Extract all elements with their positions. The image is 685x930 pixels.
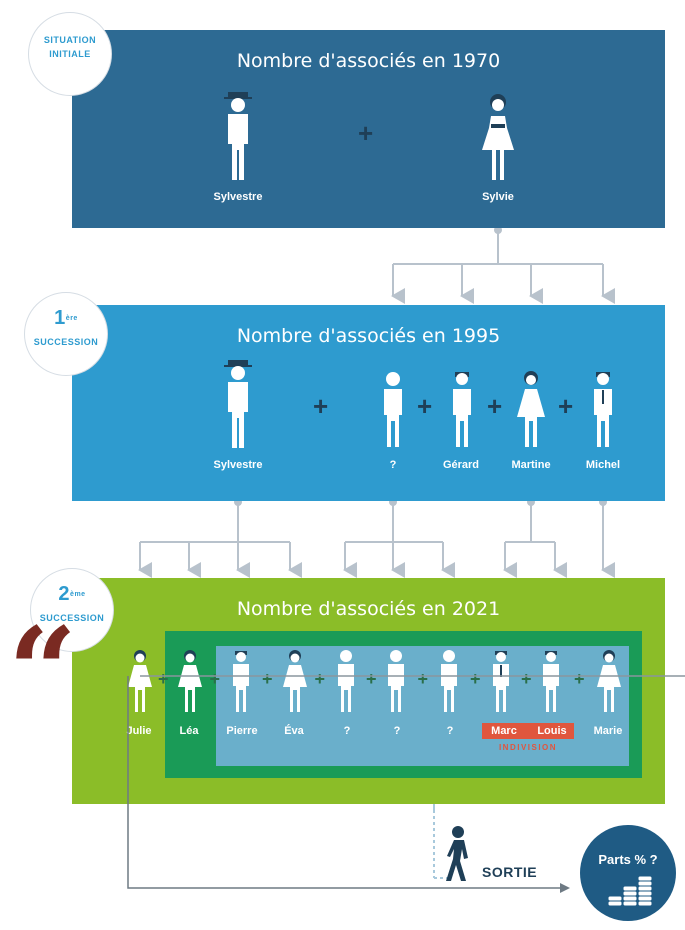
plus-sign: + xyxy=(574,669,585,689)
woman-icon xyxy=(482,92,514,189)
plus-sign: + xyxy=(314,669,326,689)
plus-sign: + xyxy=(417,669,429,689)
quote-mark-icon: “ xyxy=(8,601,78,742)
plus-sign: + xyxy=(521,669,532,689)
man-icon xyxy=(224,358,252,455)
person-name: Louis xyxy=(537,725,567,737)
person-name: Léa xyxy=(179,725,199,737)
person-name: Gérard xyxy=(442,459,480,471)
man-icon xyxy=(591,370,615,455)
plus-sign: + xyxy=(358,118,374,148)
parts-label: Parts % ? xyxy=(598,852,658,867)
panel-1995: Nombre d'associés en 1995 xyxy=(72,305,665,501)
section-title-2021: Nombre d'associés en 2021 xyxy=(236,598,501,620)
woman-icon xyxy=(517,370,545,455)
person-name: ? xyxy=(343,725,351,737)
plus-sign: + xyxy=(366,669,377,689)
walking-person-icon xyxy=(446,826,472,887)
plus-sign: + xyxy=(470,669,481,689)
person-name: Marc xyxy=(491,725,517,737)
person-name: ? xyxy=(389,459,397,471)
plus-sign: + xyxy=(558,391,574,421)
heirs-box xyxy=(216,646,629,766)
section-title-1970: Nombre d'associés en 1970 xyxy=(236,50,501,72)
badge-1ere-succession: 1ère SUCCESSION xyxy=(24,292,108,376)
person-name: Pierre xyxy=(226,725,258,737)
man-icon xyxy=(224,90,252,187)
plus-sign: + xyxy=(158,669,169,689)
section-title-1995: Nombre d'associés en 1995 xyxy=(236,325,501,347)
person-name: Marie xyxy=(593,725,623,737)
person-name: ? xyxy=(393,725,401,737)
plus-sign: + xyxy=(417,391,433,421)
person-name: Sylvie xyxy=(482,191,514,203)
plus-sign: + xyxy=(487,391,503,421)
person-name: Éva xyxy=(284,725,304,737)
man-icon xyxy=(450,370,474,455)
panel-1970: Nombre d'associés en 1970 xyxy=(72,30,665,228)
person-name: Martine xyxy=(511,459,551,471)
person-name: Sylvestre xyxy=(213,459,263,471)
person-name: ? xyxy=(446,725,454,737)
person-name: Michel xyxy=(585,459,621,471)
plus-sign: + xyxy=(209,669,221,689)
indivision-highlight xyxy=(482,723,574,739)
plus-sign: + xyxy=(313,391,329,421)
indivision-label: INDIVISION xyxy=(498,743,558,752)
badge-situation-initiale: SITUATION INITIALE xyxy=(28,12,112,96)
person-name: Julie xyxy=(126,725,152,737)
badge-2eme-succession: 2ème SUCCESSION xyxy=(30,568,114,652)
person-name: Sylvestre xyxy=(213,191,263,203)
coin-stacks-icon xyxy=(606,874,654,913)
plus-sign: + xyxy=(262,669,273,689)
sortie-label: SORTIE xyxy=(482,864,538,880)
person-icon xyxy=(381,372,405,455)
